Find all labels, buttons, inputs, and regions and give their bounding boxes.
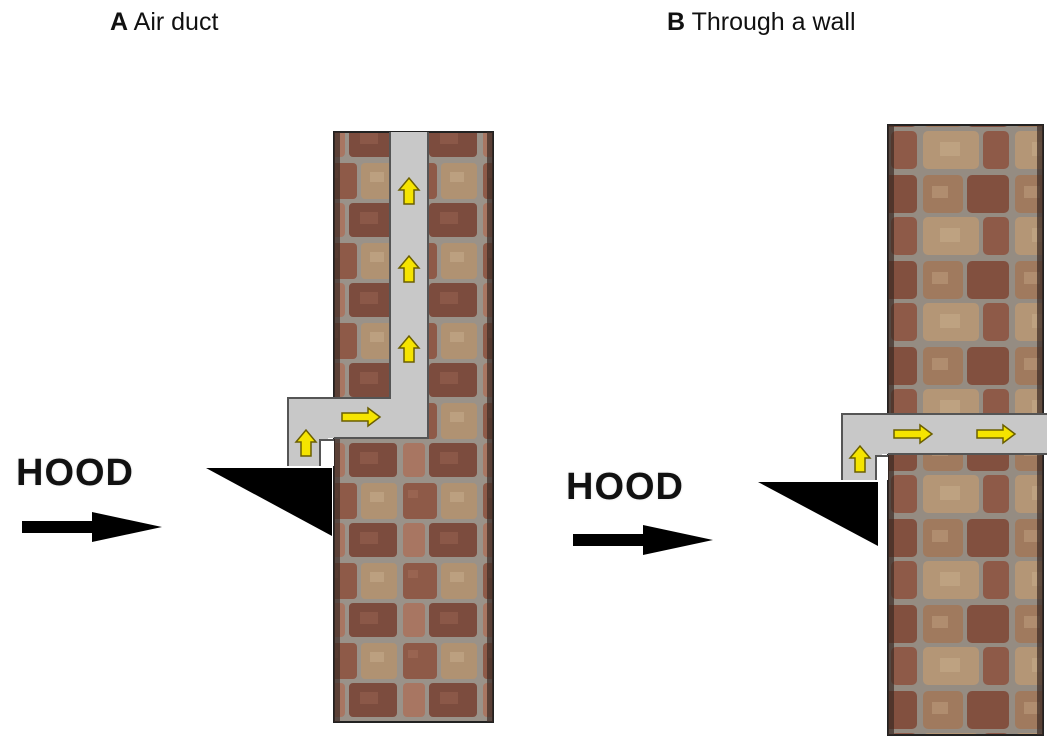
panel-b-hood (758, 482, 878, 546)
panel-b-title-text: Through a wall (691, 8, 856, 36)
panel-b-graphic (573, 124, 1047, 736)
panel-b-letter: B (667, 8, 686, 36)
panel-a-hood-label: HOOD (16, 452, 134, 494)
panel-b-hood-label: HOOD (566, 466, 684, 508)
panel-a-title-text: Air duct (133, 8, 219, 36)
hood-direction-arrow-icon (22, 512, 162, 542)
panel-a-title: A Air duct (110, 8, 218, 37)
panel-a-letter: A (110, 8, 129, 36)
panel-a-graphic (22, 131, 494, 723)
panel-a-hood (206, 468, 332, 536)
hood-direction-arrow-icon (573, 525, 713, 555)
panel-b-title: B Through a wall (667, 8, 856, 37)
